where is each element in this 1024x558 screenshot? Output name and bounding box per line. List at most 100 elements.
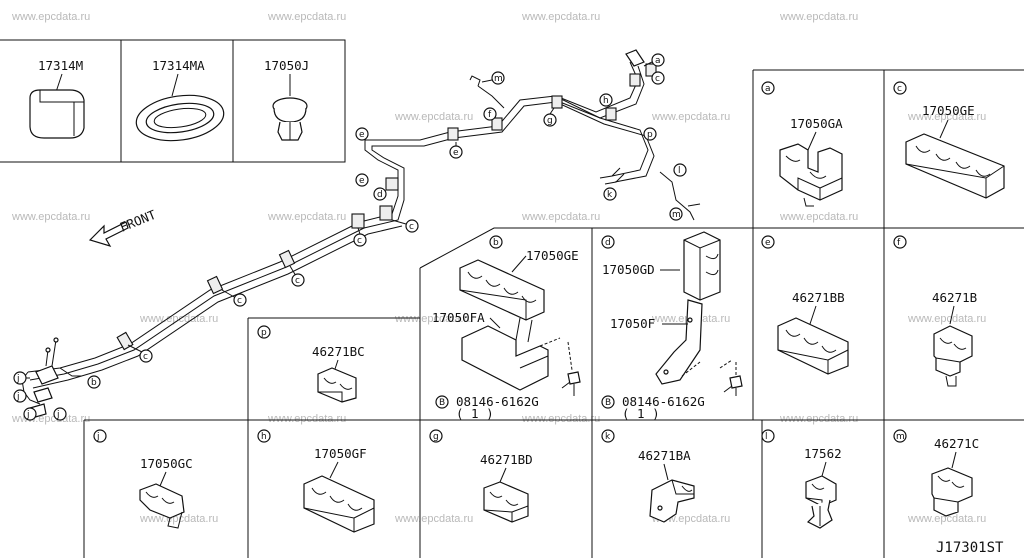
callout-c: c bbox=[237, 296, 242, 306]
panel-k: k 46271BA bbox=[601, 429, 695, 523]
watermark: www.epcdata.ru bbox=[267, 211, 346, 223]
callout-m: m bbox=[494, 74, 503, 84]
part-number-17050gf: 17050GF bbox=[314, 446, 367, 461]
panel-letter-b: b bbox=[493, 238, 499, 248]
panel-letter-l: l bbox=[765, 432, 768, 442]
panel-e: e 46271BB bbox=[761, 235, 849, 375]
watermark: www.epcdata.ru bbox=[907, 513, 986, 525]
part-number-46271c: 46271C bbox=[934, 436, 979, 451]
watermark: www.epcdata.ru bbox=[521, 413, 600, 425]
part-number-17050f: 17050F bbox=[610, 316, 655, 331]
watermark: www.epcdata.ru bbox=[907, 313, 986, 325]
part-number-46271ba: 46271BA bbox=[638, 448, 691, 463]
panel-letter-j: j bbox=[96, 432, 100, 442]
tube-callouts: j j j j b c c c c c d e e e f m g h a c … bbox=[13, 53, 687, 421]
panel-h: h 17050GF bbox=[257, 429, 375, 533]
watermark: www.epcdata.ru bbox=[779, 211, 858, 223]
part-number-46271bd: 46271BD bbox=[480, 452, 533, 467]
watermark: www.epcdata.ru bbox=[394, 313, 473, 325]
callout-g: g bbox=[547, 116, 553, 126]
grommet-plug-icon bbox=[29, 89, 85, 139]
panel-j: j 17050GC bbox=[93, 429, 193, 529]
front-label: FRONT bbox=[118, 207, 159, 235]
callout-e: e bbox=[359, 176, 365, 186]
watermark: www.epcdata.ru bbox=[521, 11, 600, 23]
watermark: www.epcdata.ru bbox=[779, 11, 858, 23]
panel-letter-k: k bbox=[605, 432, 611, 442]
panel-a: a 17050GA bbox=[761, 81, 843, 207]
callout-m: m bbox=[672, 210, 681, 220]
part-number-17050ga: 17050GA bbox=[790, 116, 843, 131]
callout-b: b bbox=[91, 378, 97, 388]
callout-j: j bbox=[16, 392, 20, 402]
callout-c: c bbox=[655, 74, 660, 84]
panel-b: b 17050GE 17050FA B 08146-6162G ( 1 ) bbox=[432, 235, 581, 421]
part-number-46271bb: 46271BB bbox=[792, 290, 845, 305]
callout-c: c bbox=[295, 276, 300, 286]
callout-e: e bbox=[453, 148, 459, 158]
panel-g: g 46271BD bbox=[429, 429, 533, 523]
bracket-clip-icon bbox=[655, 231, 737, 385]
callout-c: c bbox=[143, 352, 148, 362]
bolt-icon bbox=[723, 375, 743, 396]
watermark: www.epcdata.ru bbox=[394, 513, 473, 525]
watermark: www.epcdata.ru bbox=[11, 11, 90, 23]
front-arrow: FRONT bbox=[88, 207, 159, 248]
callout-d: d bbox=[377, 190, 383, 200]
callout-j: j bbox=[16, 374, 20, 384]
callout-a: a bbox=[655, 56, 661, 66]
panel-letter-e: e bbox=[765, 238, 771, 248]
watermark: www.epcdata.ru bbox=[11, 211, 90, 223]
watermark: www.epcdata.ru bbox=[907, 111, 986, 123]
watermark: www.epcdata.ru bbox=[139, 513, 218, 525]
watermark: www.epcdata.ru bbox=[521, 211, 600, 223]
triple-tube-clip-icon bbox=[303, 475, 375, 533]
panel-d: d 17050GD 17050F B 08146-6162G ( 1 ) bbox=[601, 231, 743, 421]
bolt-prefix-b: B bbox=[439, 398, 445, 408]
callout-e: e bbox=[359, 130, 365, 140]
double-tube-clip-icon bbox=[779, 143, 843, 207]
callout-c: c bbox=[409, 222, 414, 232]
push-clip-icon bbox=[272, 97, 308, 141]
watermark: www.epcdata.ru bbox=[394, 111, 473, 123]
quad-tube-clip-icon bbox=[905, 133, 1005, 199]
part-number-17562: 17562 bbox=[804, 446, 842, 461]
watermarks: www.epcdata.ru www.epcdata.ru www.epcdat… bbox=[11, 11, 986, 525]
bracket-clip-icon bbox=[459, 259, 573, 391]
panel-p: p 46271BC bbox=[257, 325, 365, 403]
ring-grommet-icon bbox=[135, 94, 225, 142]
part-number-17050gd: 17050GD bbox=[602, 262, 655, 277]
brake-tube-assembly bbox=[21, 49, 701, 419]
panel-m: m 46271C bbox=[893, 429, 979, 517]
bolt-number: 08146-6162G bbox=[622, 394, 705, 409]
watermark: www.epcdata.ru bbox=[11, 413, 90, 425]
part-number-17314m: 17314M bbox=[38, 58, 83, 73]
panel-c: c 17050GE bbox=[893, 81, 1005, 199]
part-number-17314ma: 17314MA bbox=[152, 58, 205, 73]
part-number-46271b: 46271B bbox=[932, 290, 977, 305]
panel-letter-p: p bbox=[261, 328, 267, 338]
callout-j: j bbox=[56, 410, 60, 420]
part-number-17050gc: 17050GC bbox=[140, 456, 193, 471]
panel-l: l 17562 bbox=[761, 429, 842, 529]
callout-k: k bbox=[607, 190, 613, 200]
part-number-17050ge: 17050GE bbox=[922, 103, 975, 118]
panel-letter-h: h bbox=[261, 432, 267, 442]
panel-letter-a: a bbox=[765, 84, 771, 94]
watermark: www.epcdata.ru bbox=[267, 11, 346, 23]
double-tube-clip-icon bbox=[483, 481, 529, 523]
triple-tube-clip-icon bbox=[777, 317, 849, 375]
callout-j: j bbox=[26, 410, 30, 420]
panel-f: f 46271B bbox=[893, 235, 977, 387]
panel-letter-d: d bbox=[605, 238, 611, 248]
watermark: www.epcdata.ru bbox=[139, 313, 218, 325]
bolt-quantity: ( 1 ) bbox=[622, 406, 660, 421]
watermark: www.epcdata.ru bbox=[779, 413, 858, 425]
tube-clip-icon bbox=[933, 325, 973, 387]
callout-l: l bbox=[678, 166, 681, 176]
watermark: www.epcdata.ru bbox=[651, 111, 730, 123]
panel-letter-c: c bbox=[897, 84, 902, 94]
callout-h: h bbox=[603, 96, 609, 106]
callout-c: c bbox=[357, 236, 362, 246]
